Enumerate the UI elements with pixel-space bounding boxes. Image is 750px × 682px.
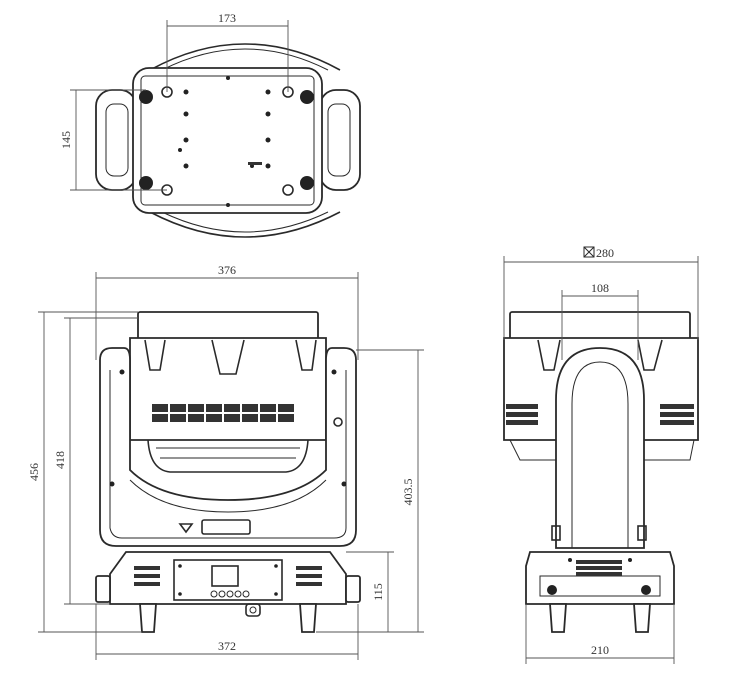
- dim-372-label: 372: [218, 639, 236, 653]
- diameter-square-icon: [583, 246, 595, 258]
- top-view: 173 145: [59, 11, 361, 238]
- dim-418-label: 418: [53, 451, 67, 469]
- front-vents: [152, 404, 294, 422]
- side-view: 280 108 210: [503, 246, 699, 664]
- dim-280-label: 280: [596, 246, 614, 260]
- dim-145-label: 145: [59, 131, 73, 149]
- dim-403-5-label: 403.5: [401, 479, 415, 506]
- dim-173-label: 173: [218, 11, 236, 25]
- dim-108-label: 108: [591, 281, 609, 295]
- dim-456-label: 456: [27, 463, 41, 481]
- dim-210-label: 210: [591, 643, 609, 657]
- front-view: 376 456 418 403.5 115 372: [27, 263, 424, 660]
- dim-115-label: 115: [371, 583, 385, 601]
- dim-376-label: 376: [218, 263, 236, 277]
